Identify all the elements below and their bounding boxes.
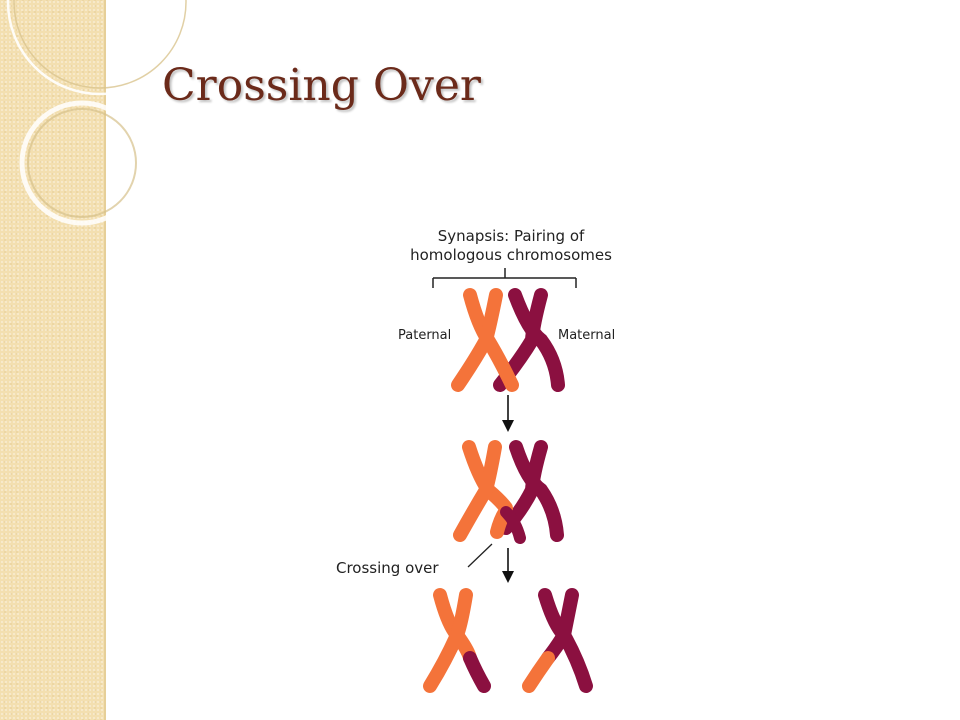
crossing-over-label: Crossing over [336,559,439,577]
maternal-label: Maternal [558,328,615,343]
stage1-paternal-chromosome [451,288,519,392]
stage3-recombinant-paternal-chromosome [423,588,491,693]
side-band-edge [104,0,106,720]
stage2-exchanged-segment [500,506,526,544]
stage2-paternal-chromosome [453,440,513,542]
paternal-label: Paternal [398,328,451,343]
synapsis-label-line2: homologous chromosomes [410,246,612,264]
slide-title: Crossing Over [162,60,481,111]
decorative-circles [6,0,194,226]
stage3-recombinant-maternal-chromosome [522,588,593,693]
decorative-side-band [0,0,106,720]
crossing-over-pointer [467,543,493,568]
synapsis-label-line1: Synapsis: Pairing of [438,227,585,245]
arrow-down-icon [502,548,514,583]
arrow-down-icon [502,395,514,432]
synapsis-bracket [432,268,577,288]
